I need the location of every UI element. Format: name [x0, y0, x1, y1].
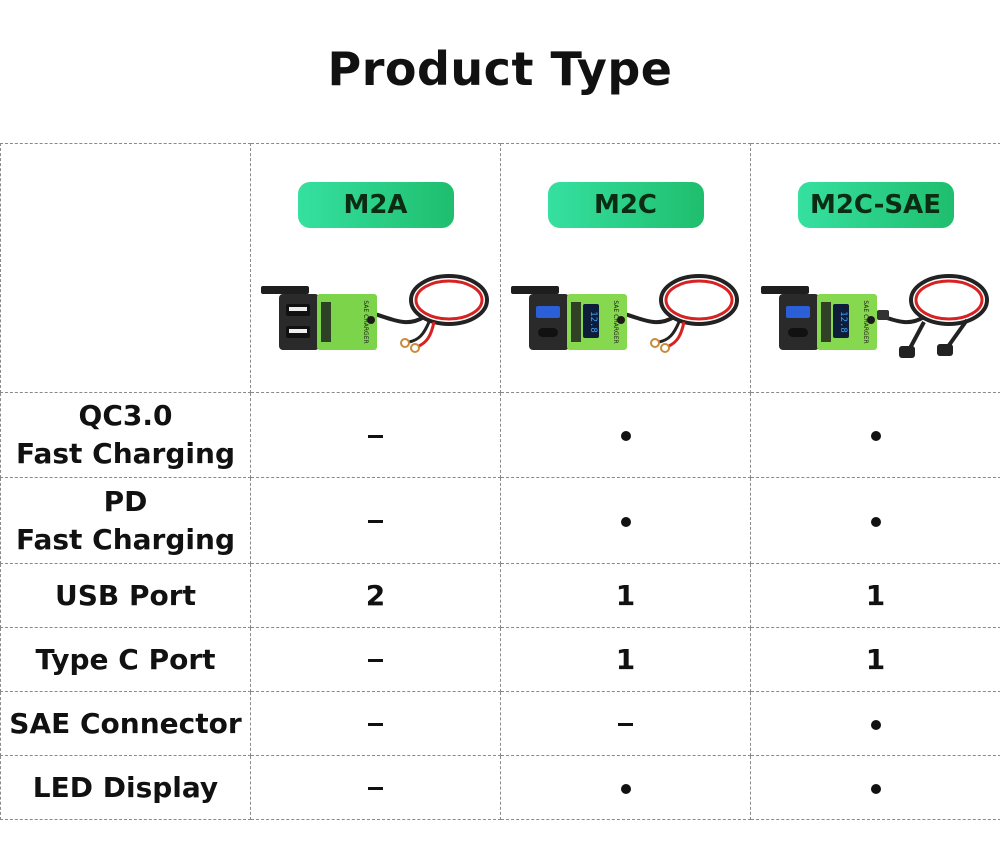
included-dot-icon [620, 783, 631, 794]
value-cell [250, 477, 501, 564]
cable-icon [624, 274, 739, 353]
header-row: M2A SAE CHARGER M2C 12.8 SAE CHARGER M2C-… [0, 143, 1000, 393]
value-cell: 1 [750, 563, 1000, 628]
charger-housing-icon: SAE CHARGER [261, 286, 377, 350]
dual-usb-charger-image: SAE CHARGER [261, 274, 489, 353]
feature-label: PD Fast Charging [16, 484, 235, 556]
product-comparison-table: M2A SAE CHARGER M2C 12.8 SAE CHARGER M2C-… [0, 143, 1000, 820]
value-cell: 2 [250, 563, 501, 628]
empty-corner-cell [0, 143, 251, 393]
value-cell [500, 477, 751, 564]
value-cell [500, 755, 751, 820]
usb-port-icon [286, 304, 310, 338]
value-cell [750, 392, 1000, 478]
table-row: SAE Connector [0, 691, 1000, 756]
product-header-m2c-sae: M2C-SAE 12.8 SAE CHARGER [750, 143, 1000, 393]
included-dot-icon [620, 431, 631, 441]
not-included-dash-icon [368, 723, 383, 726]
not-included-dash-icon [368, 787, 383, 790]
device-label: SAE CHARGER [612, 300, 619, 343]
value-cell: 1 [750, 627, 1000, 692]
page-title: Product Type [327, 42, 673, 96]
value-cell [750, 755, 1000, 820]
port-count: 2 [365, 579, 386, 612]
product-badge: M2C [547, 182, 704, 228]
not-included-dash-icon [368, 434, 383, 438]
product-badge: M2A [297, 182, 454, 228]
value-cell [500, 691, 751, 756]
table-row: QC3.0 Fast Charging [0, 392, 1000, 478]
usb-typec-charger-image: 12.8 SAE CHARGER [511, 274, 739, 353]
usb-typec-sae-charger-image: 12.8 SAE CHARGER [761, 274, 989, 358]
included-dot-icon [870, 431, 881, 441]
value-cell: 1 [500, 563, 751, 628]
cable-icon [374, 274, 489, 353]
feature-label: USB Port [55, 578, 196, 612]
included-dot-icon [870, 719, 881, 730]
table-row: PD Fast Charging [0, 477, 1000, 564]
port-count: 1 [615, 579, 636, 612]
cable-icon [874, 274, 989, 358]
value-cell [500, 392, 751, 478]
value-cell [750, 477, 1000, 564]
usb-port-icon [536, 306, 560, 337]
value-cell: 1 [500, 627, 751, 692]
voltage-readout: 12.8 [588, 311, 598, 333]
device-label: SAE CHARGER [862, 300, 869, 343]
value-cell [250, 691, 501, 756]
product-header-m2c: M2C 12.8 SAE CHARGER [500, 143, 751, 393]
value-cell [250, 392, 501, 478]
not-included-dash-icon [368, 659, 383, 662]
charger-housing-icon: 12.8 SAE CHARGER [511, 286, 627, 350]
table-row: USB Port 2 1 1 [0, 563, 1000, 628]
feature-label: Type C Port [35, 642, 216, 676]
usb-port-icon [786, 306, 810, 337]
voltage-readout: 12.8 [838, 311, 848, 333]
table-row: Type C Port 1 1 [0, 627, 1000, 692]
value-cell [250, 755, 501, 820]
product-header-m2a: M2A SAE CHARGER [250, 143, 501, 393]
feature-label: SAE Connector [9, 706, 242, 740]
value-cell [250, 627, 501, 692]
port-count: 1 [615, 643, 636, 676]
included-dot-icon [620, 516, 631, 527]
value-cell [750, 691, 1000, 756]
device-label: SAE CHARGER [362, 300, 369, 343]
port-count: 1 [865, 643, 886, 676]
port-count: 1 [865, 579, 886, 612]
included-dot-icon [870, 516, 881, 527]
table-row: LED Display [0, 755, 1000, 820]
product-badge: M2C-SAE [797, 182, 954, 228]
feature-label: QC3.0 Fast Charging [16, 399, 235, 470]
not-included-dash-icon [618, 723, 633, 726]
feature-label: LED Display [32, 770, 219, 804]
not-included-dash-icon [368, 520, 383, 523]
charger-housing-icon: 12.8 SAE CHARGER [761, 286, 877, 350]
included-dot-icon [870, 783, 881, 794]
